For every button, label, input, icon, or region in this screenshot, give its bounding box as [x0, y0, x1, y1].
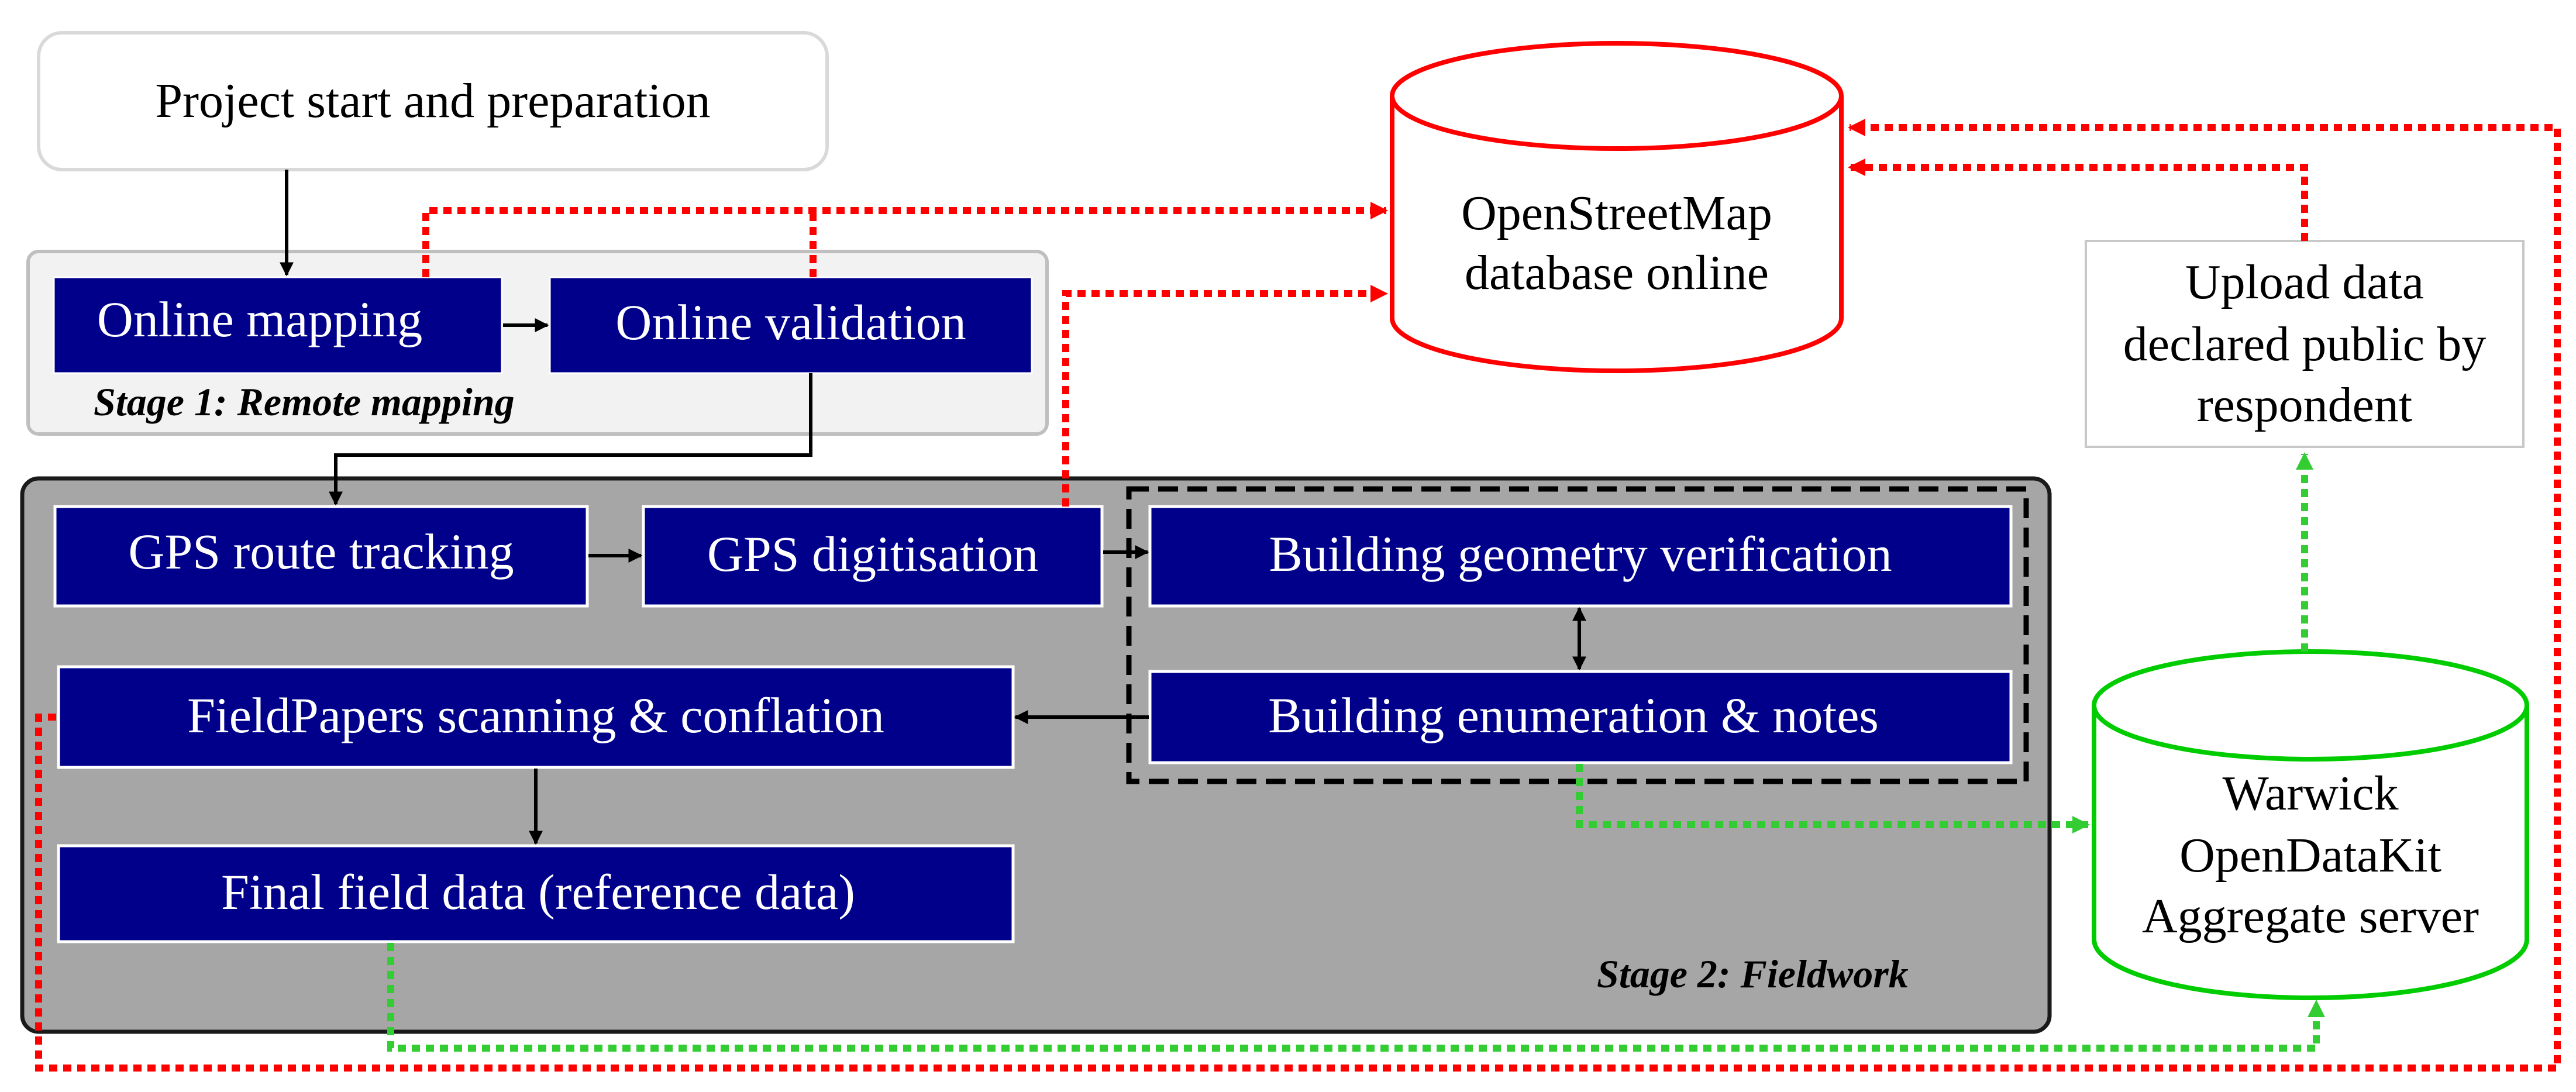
- online-mapping-box: [53, 276, 503, 374]
- gps-route-tracking-label: GPS route tracking: [128, 523, 514, 580]
- red-upload-to-osm: [1848, 159, 2308, 241]
- online-validation-box: [549, 276, 1033, 374]
- black-flow-arrows: [280, 170, 1586, 845]
- online-mapping-label: Online mapping: [97, 291, 423, 347]
- building-enumeration-box: [1148, 670, 2013, 764]
- green-flow-arrows: [387, 452, 2325, 1052]
- stage2-label: Stage 2: Fieldwork: [1597, 952, 1909, 996]
- upload-box: [2085, 240, 2525, 448]
- gps-digitisation-label: GPS digitisation: [707, 526, 1038, 582]
- green-final-to-odk: [387, 943, 2325, 1052]
- osm-database: OpenStreetMap database online: [1390, 41, 1844, 373]
- arrow-validation-to-gps-route: [329, 373, 812, 506]
- upload-line1: Upload data: [2185, 255, 2424, 309]
- upload-line2: declared public by: [2123, 317, 2486, 371]
- fieldpapers-label: FieldPapers scanning & conflation: [187, 687, 884, 743]
- stage1-label: Stage 1: Remote mapping: [94, 380, 515, 424]
- online-validation-label: Online validation: [615, 294, 966, 350]
- fieldpapers-box: [57, 665, 1015, 769]
- upload-line3: respondent: [2197, 378, 2413, 432]
- odk-line2: OpenDataKit: [2179, 828, 2441, 883]
- start-box-label: Project start and preparation: [155, 74, 710, 128]
- building-geometry-box: [1148, 505, 2013, 608]
- green-enumeration-to-odk: [1576, 764, 2090, 833]
- odk-line1: Warwick: [2222, 766, 2398, 821]
- red-digitisation-to-osm: [1062, 285, 1388, 507]
- red-mapping-to-osm: [422, 202, 1388, 277]
- final-field-data-label: Final field data (reference data): [221, 864, 855, 920]
- red-fieldpapers-loop-to-osm: [35, 119, 2561, 1072]
- building-enumeration-label: Building enumeration & notes: [1268, 687, 1879, 743]
- odk-line3: Aggregate server: [2142, 889, 2479, 943]
- gps-route-tracking-box: [53, 505, 589, 608]
- start-box: [37, 31, 829, 171]
- gps-digitisation-box: [642, 505, 1104, 608]
- odk-database: Warwick OpenDataKit Aggregate server: [2092, 649, 2529, 1000]
- red-flow-arrows: [35, 119, 2561, 1072]
- osm-line1: OpenStreetMap: [1461, 186, 1772, 240]
- building-geometry-label: Building geometry verification: [1269, 526, 1892, 582]
- osm-line2: database online: [1465, 246, 1769, 300]
- final-field-data-box: [57, 844, 1015, 943]
